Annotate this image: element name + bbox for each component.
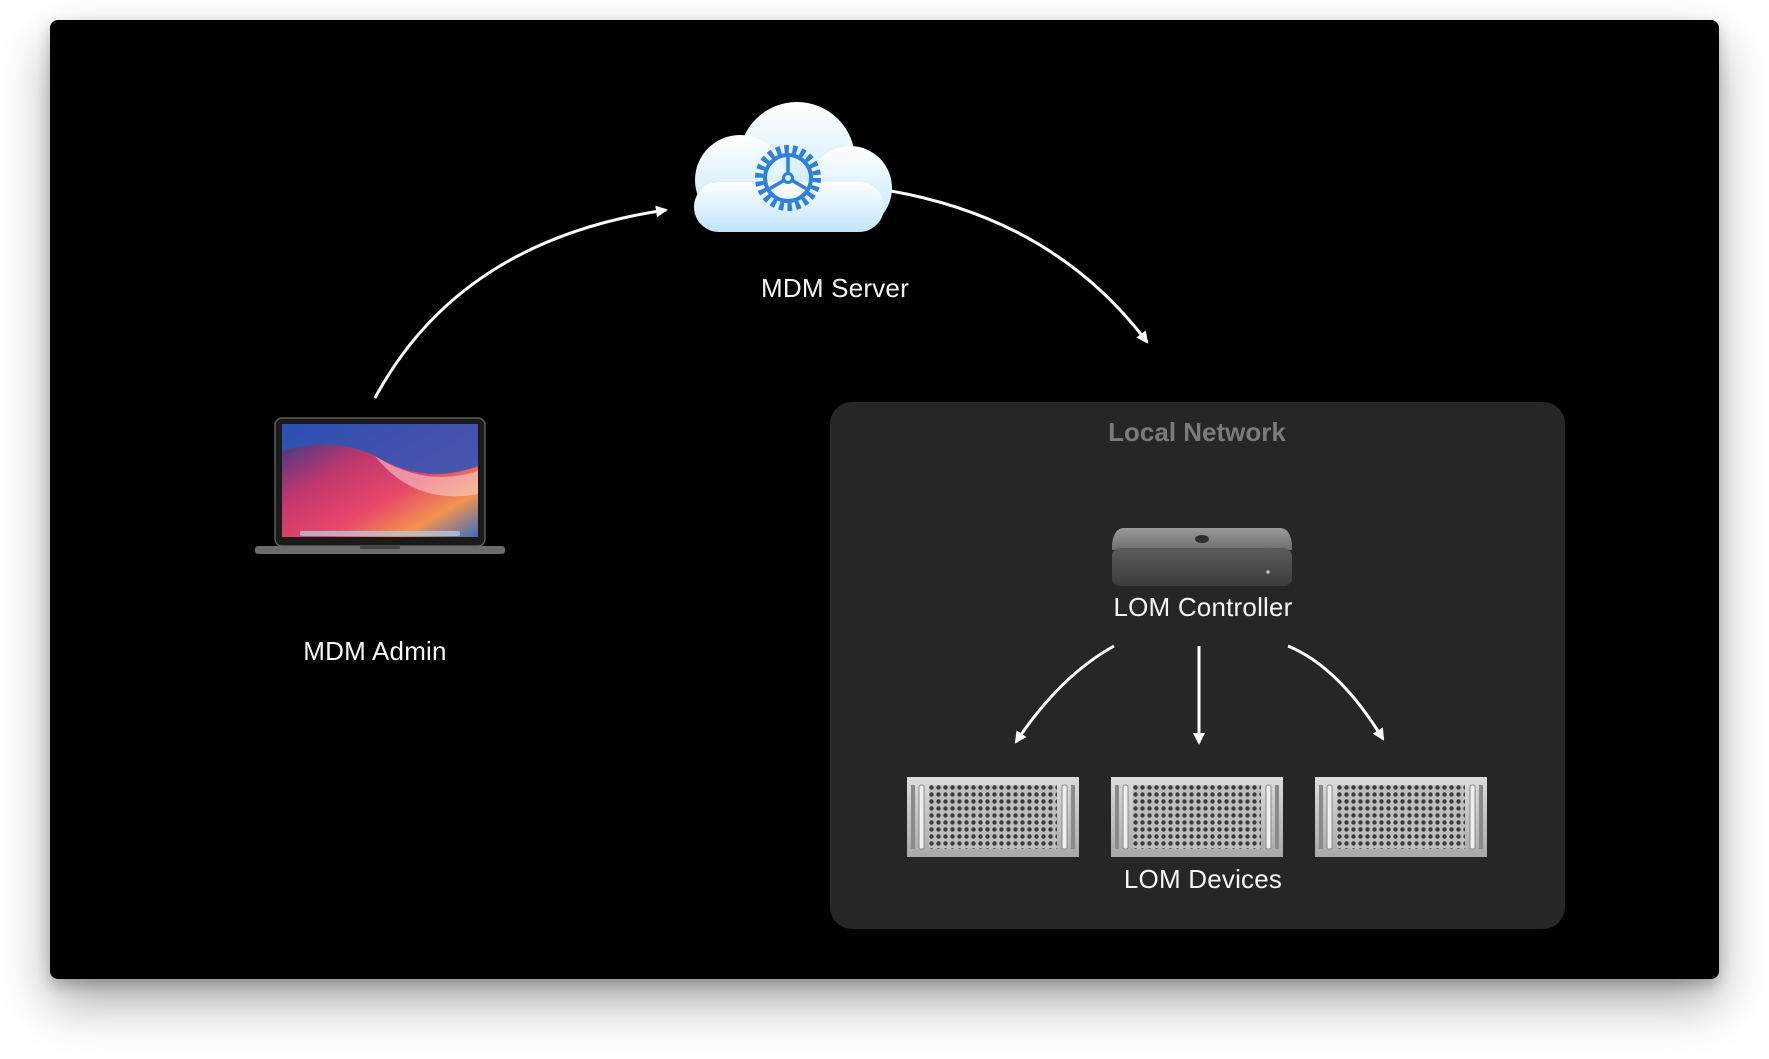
- controller-arrows: [1014, 644, 1385, 745]
- server-label: MDM Server: [761, 273, 909, 303]
- local-network-title: Local Network: [1108, 417, 1286, 447]
- diagram-slide: MDM Server MDM Admin Local Network: [50, 20, 1719, 979]
- connection-arrows: [373, 189, 1149, 399]
- admin-label: MDM Admin: [303, 636, 447, 666]
- rack-server-icon: [1315, 777, 1487, 857]
- arrow-admin-to-server: [373, 205, 668, 399]
- mac-mini-icon: [1112, 528, 1292, 586]
- local-network-panel: Local Network: [830, 402, 1565, 929]
- arrow-controller-to-device-1: [1014, 644, 1115, 744]
- cloud-gear-icon: [694, 102, 892, 232]
- laptop-icon: [255, 417, 505, 554]
- arrow-controller-to-device-3: [1287, 644, 1385, 741]
- arrow-server-to-network: [890, 189, 1149, 344]
- rack-server-icon: [1111, 777, 1283, 857]
- rack-server-icon: [907, 777, 1079, 857]
- controller-label: LOM Controller: [1113, 592, 1293, 622]
- devices-label: LOM Devices: [1123, 864, 1283, 894]
